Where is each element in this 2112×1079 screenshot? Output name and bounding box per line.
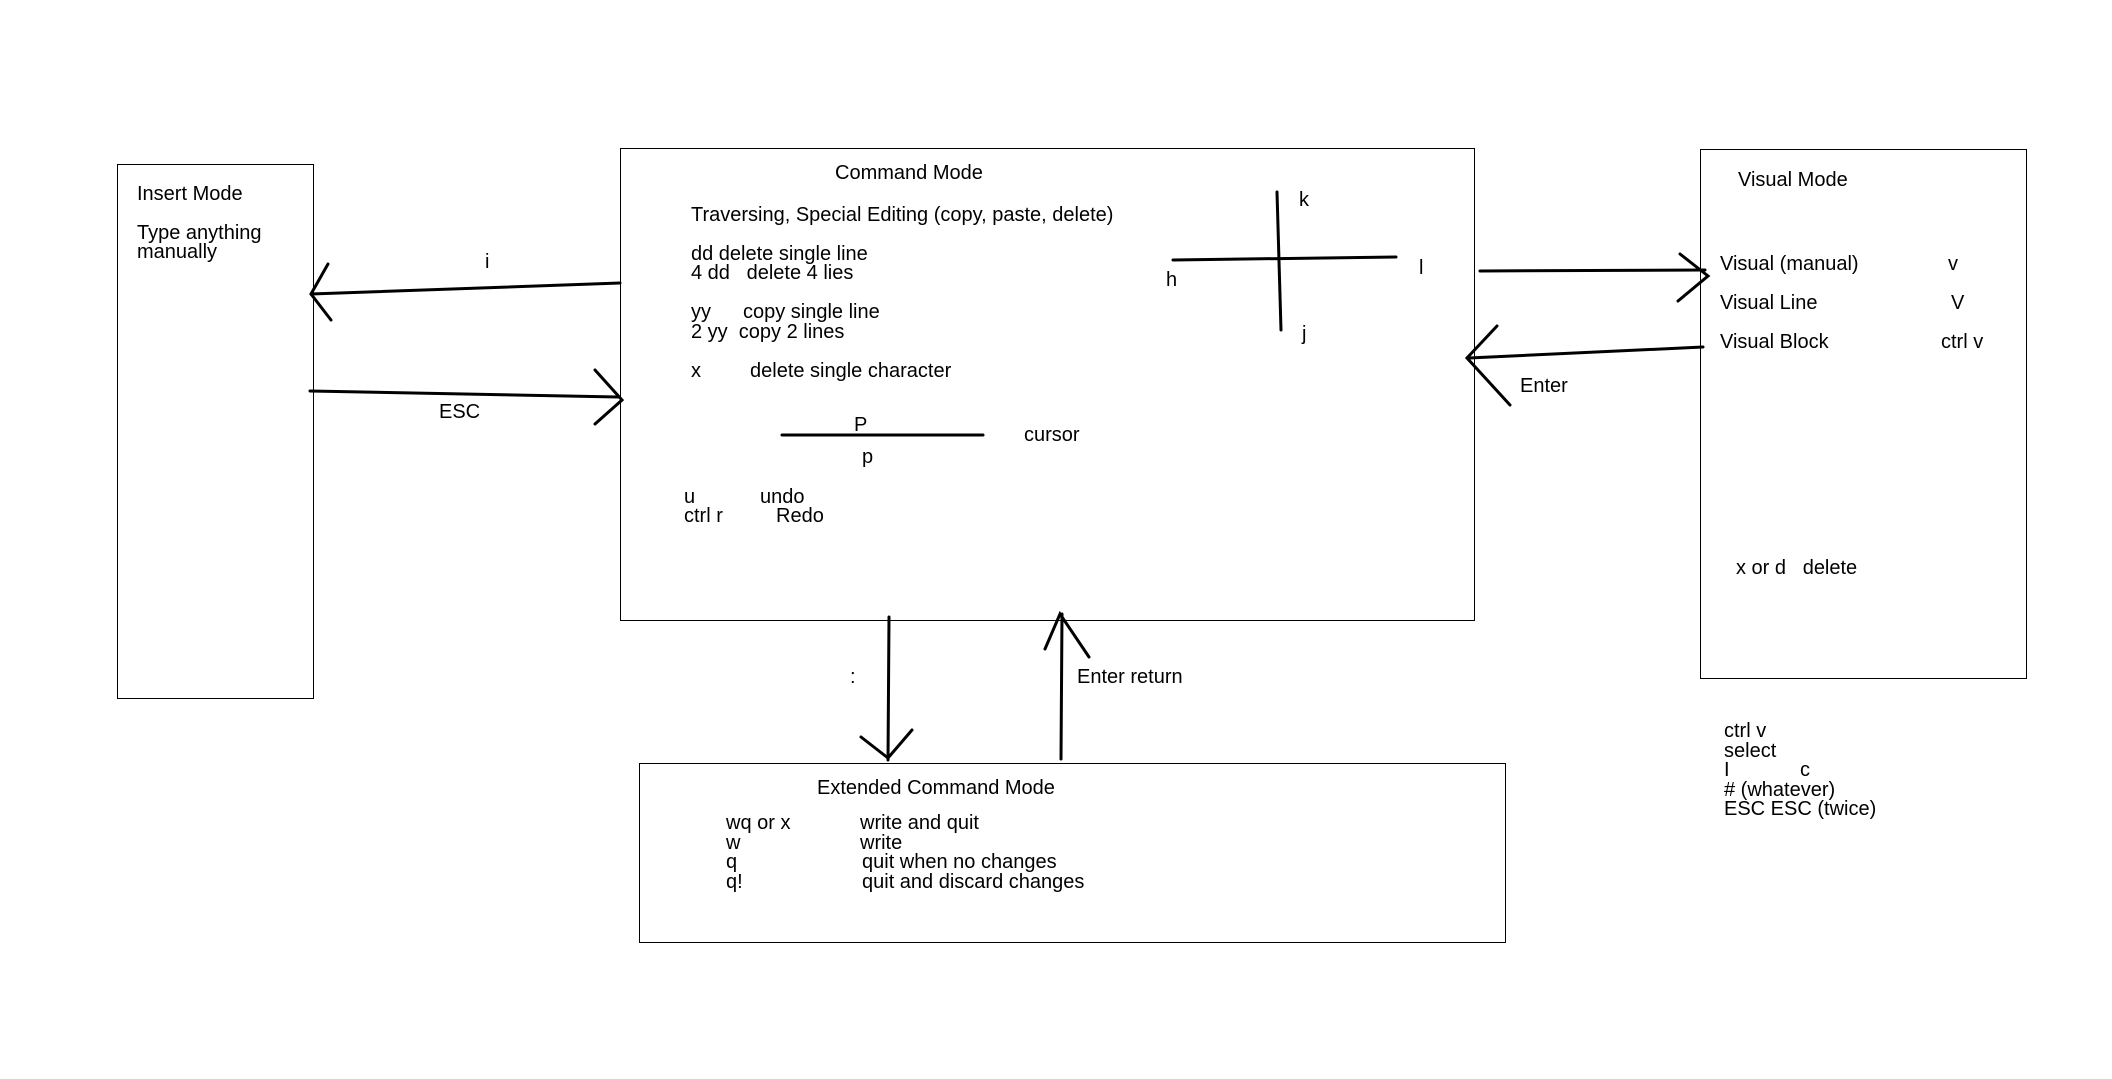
extended-command-mode-box [639,763,1506,943]
esc-label: ESC [439,401,481,423]
nav-k-label: k [1299,189,1309,211]
visual-delete-note: x or d delete [1736,557,1858,579]
ext-row-desc: write [860,832,903,854]
yy2-command: 2 yy copy 2 lines [691,321,845,343]
to-insert-label: i [485,251,490,273]
ext-row-key: w [726,832,741,854]
block-note-line: ctrl v [1724,720,1767,742]
paste-above-label: P [854,414,868,436]
x-key: x [691,360,701,382]
arrow-to-extended-head [859,728,914,761]
cursor-label: cursor [1024,424,1080,446]
undo-key: u [684,486,696,508]
insert-mode-title: Insert Mode [137,183,243,205]
ext-row-key: wq or x [726,812,791,834]
dd4-command: 4 dd delete 4 lies [691,262,854,284]
visual-block-key: ctrl v [1941,331,1984,353]
block-note-line: # (whatever) [1724,779,1836,801]
enter-return-label: Enter return [1077,666,1183,688]
ext-row-key: q! [726,871,743,893]
dd-command: dd delete single line [691,243,868,265]
undo-desc: undo [760,486,805,508]
arrow-to-insert [309,281,622,296]
ext-row-desc: quit and discard changes [862,871,1085,893]
x-desc: delete single character [750,360,952,382]
visual-manual-label: Visual (manual) [1720,253,1859,275]
insert-mode-desc-line1: Type anything [137,222,262,244]
visual-block-label: Visual Block [1720,331,1829,353]
yy-desc: copy single line [743,301,880,323]
yy-key: yy [691,301,711,323]
insert-mode-box [117,164,314,699]
paste-below-label: p [862,446,874,468]
visual-line-key: V [1951,292,1965,314]
nav-j-label: j [1302,323,1307,345]
arrow-to-insert-head [309,262,333,322]
arrow-from-visual [1467,345,1705,360]
nav-h-label: h [1166,269,1178,291]
block-note-line: I [1724,759,1730,781]
block-note-line: select [1724,740,1777,762]
arrow-esc-head [593,368,625,426]
arrow-from-extended [1059,612,1064,761]
arrow-esc [308,389,620,399]
nav-l-label: l [1419,257,1424,279]
visual-line-label: Visual Line [1720,292,1818,314]
block-note-line: c [1800,759,1810,781]
ext-row-key: q [726,851,738,873]
block-note-line: ESC ESC (twice) [1724,798,1877,820]
redo-key: ctrl r [684,505,723,527]
ext-row-desc: write and quit [860,812,979,834]
arrow-to-visual [1478,268,1707,273]
command-mode-subtitle: Traversing, Special Editing (copy, paste… [691,204,1114,226]
extended-mode-title: Extended Command Mode [817,777,1055,799]
ext-row-desc: quit when no changes [862,851,1057,873]
enter-label: Enter [1520,375,1568,397]
redo-desc: Redo [776,505,824,527]
arrow-to-extended [886,615,891,762]
visual-manual-key: v [1948,253,1958,275]
visual-mode-box [1700,149,2027,679]
command-mode-title: Command Mode [835,162,983,184]
insert-mode-desc-line2: manually [137,241,218,263]
colon-label: : [850,666,856,688]
visual-mode-title: Visual Mode [1738,169,1848,191]
